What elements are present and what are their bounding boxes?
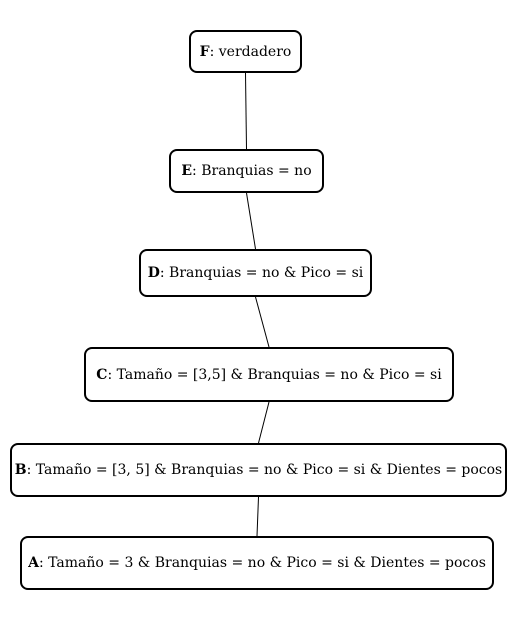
edge-d-c bbox=[255, 296, 270, 348]
node-a-text: : Tamaño = 3 & Branquias = no & Pico = s… bbox=[38, 555, 486, 571]
node-c: C: Tamaño = [3,5] & Branquias = no & Pic… bbox=[84, 347, 454, 402]
edge-c-b bbox=[258, 401, 270, 444]
node-f-text: : verdadero bbox=[209, 43, 292, 60]
node-b: B: Tamaño = [3, 5] & Branquias = no & Pi… bbox=[10, 443, 507, 497]
node-a-key: A bbox=[28, 555, 39, 571]
edge-f-e bbox=[245, 72, 247, 150]
node-d: D: Branquias = no & Pico = si bbox=[139, 249, 372, 297]
node-d-text: : Branquias = no & Pico = si bbox=[159, 265, 364, 281]
node-f-key: F bbox=[199, 43, 210, 60]
node-b-key: B bbox=[14, 462, 27, 478]
node-e-text: : Branquias = no bbox=[192, 163, 312, 179]
node-e-key: E bbox=[181, 163, 193, 179]
node-c-text: : Tamaño = [3,5] & Branquias = no & Pico… bbox=[107, 366, 442, 383]
edge-e-d bbox=[246, 192, 256, 250]
node-a: A: Tamaño = 3 & Branquias = no & Pico = … bbox=[20, 536, 494, 590]
node-c-key: C bbox=[96, 366, 108, 383]
edge-b-a bbox=[256, 496, 259, 537]
node-d-key: D bbox=[147, 265, 160, 281]
node-f: F: verdadero bbox=[189, 30, 302, 73]
node-e: E: Branquias = no bbox=[169, 149, 324, 193]
node-b-text: : Tamaño = [3, 5] & Branquias = no & Pic… bbox=[26, 462, 503, 478]
